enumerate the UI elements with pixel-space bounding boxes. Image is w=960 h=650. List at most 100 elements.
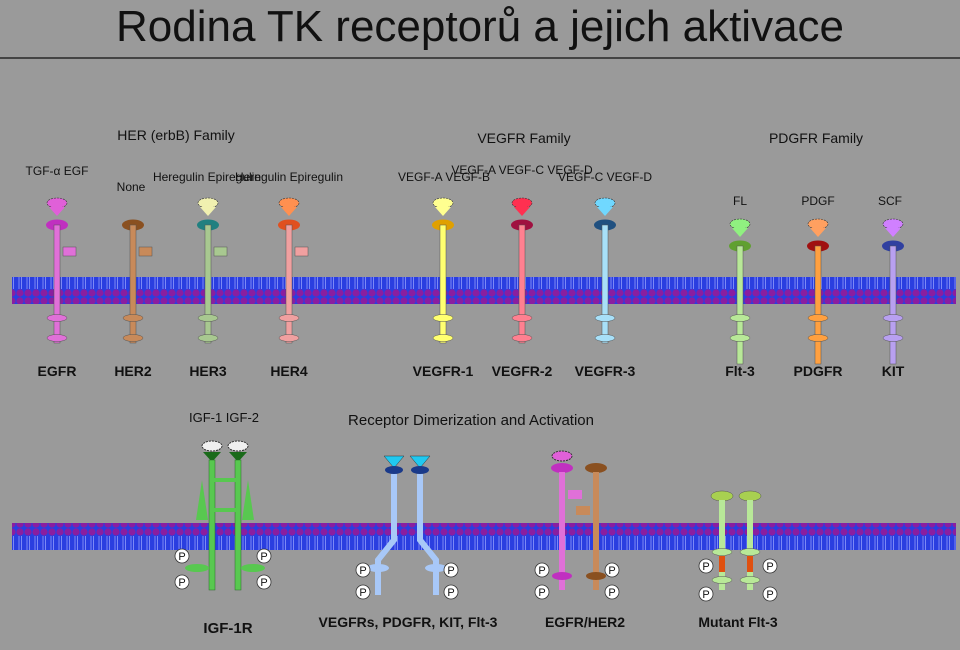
phospho-egfr-4-label: P [608,587,615,599]
cell-membrane-lower [12,523,956,550]
phospho-egfr-1-circle [534,562,550,578]
family-heading-pdgfr: PDGFR Family [769,130,863,146]
kinase-domain-lower-her2 [122,334,144,342]
phospho-igf-4: P [256,574,272,590]
ligand-egfr [46,197,68,209]
dimer-label-mutant-flt3: Mutant Flt-3 [698,614,778,630]
phospho-igf-1-circle [174,548,190,564]
kinase-domain-kit [882,314,904,322]
phospho-igf-3-circle [256,548,272,564]
egf-ligand [551,450,573,462]
egfr-dimer-kinase [552,572,572,580]
igf1r-bridge-lower [212,508,238,512]
phospho-vegfr-1-circle [355,562,371,578]
receptor-tab-her3 [213,246,228,257]
ligand-tip-egfr [49,207,65,216]
phospho-igf-2-label: P [178,577,185,589]
phospho-flt3-2: P [698,586,714,602]
flt3-dimer-stalk-0 [719,500,725,590]
receptor-label-vegfr1: VEGFR-1 [413,363,474,379]
ligand-her3 [197,197,219,209]
igf1r-kinase-right [241,564,265,572]
dimer-label-igf1r: IGF-1R [203,620,252,637]
her2-dimer-stalk [593,472,599,590]
phospho-flt3-1: P [698,558,714,574]
phospho-vegfr-1: P [355,562,371,578]
phospho-igf-2-circle [174,574,190,590]
ligand-label-pdgfr: PDGF [801,194,834,208]
receptor-vegfr3 [594,197,616,344]
phospho-igf-1-label: P [178,551,185,563]
receptor-label-egfr: EGFR [38,363,77,379]
receptor-stalk-vegfr2 [518,224,526,344]
igf1r-stalk-1 [234,459,242,591]
phospho-egfr-2-label: P [538,587,545,599]
igf-head-1 [229,452,247,462]
receptor-pdgfr [807,218,829,365]
cell-membrane-upper [12,277,956,304]
receptor-stalk-her3 [204,224,212,344]
receptor-stalk-her4 [285,224,293,344]
her2-dimer-kinase [586,572,606,580]
phospho-flt3-1-label: P [702,561,709,573]
phospho-flt3-1-circle [698,558,714,574]
receptor-stalk-vegfr3 [601,224,609,344]
phospho-flt3-3: P [762,558,778,574]
dimerization-heading: Receptor Dimerization and Activation [348,412,594,429]
ligand-tip-her3 [200,207,216,216]
receptor-stalk-her2 [129,224,137,344]
vegfr-dimer-stalk-left [375,474,397,595]
flt3-jm-0 [711,548,733,556]
her2-dimer-tab [576,506,590,515]
phospho-vegfr-1-label: P [359,565,366,577]
receptor-label-her3: HER3 [189,363,227,379]
igf-ligand-0 [201,440,223,452]
kinase-domain-her3 [197,314,219,322]
vegfr-dimer-stalk-right [417,474,439,595]
receptor-label-kit: KIT [882,363,905,379]
kinase-domain-lower-vegfr3 [594,334,616,342]
ligand-tip-vegfr1 [435,207,451,216]
kinase-domain-pdgfr [807,314,829,322]
ligand-flt3 [729,218,751,230]
phospho-egfr-3: P [604,562,620,578]
receptor-vegfr2 [511,197,533,344]
phospho-egfr-4: P [604,584,620,600]
dimer-label-egfr-her2: EGFR/HER2 [545,614,625,630]
family-heading-vegfr: VEGFR Family [477,130,570,146]
ligand-label-her4: Heregulin Epiregulin [235,170,343,184]
phospho-vegfr-4: P [443,584,459,600]
phospho-flt3-4: P [762,586,778,602]
ligand-vegfr2 [511,197,533,209]
kinase-domain-lower-her4 [278,334,300,342]
flt3-jm-1 [739,548,761,556]
ligand-label-egfr: TGF-α EGF [26,164,89,178]
kinase-domain-vegfr3 [594,314,616,322]
kinase-domain-her2 [122,314,144,322]
igf-ligand-label: IGF-1 IGF-2 [189,410,259,425]
kinase-domain-lower-vegfr2 [511,334,533,342]
receptor-label-her4: HER4 [270,363,308,379]
phospho-vegfr-3-label: P [447,565,454,577]
receptor-row-upper [46,197,904,365]
phospho-egfr-2: P [534,584,550,600]
phospho-igf-3: P [256,548,272,564]
phospho-vegfr-3-circle [443,562,459,578]
receptor-stalk-flt3 [736,245,744,365]
receptor-tab-her4 [294,246,309,257]
receptor-egfr [46,197,77,344]
phospho-igf-4-circle [256,574,272,590]
phospho-igf-2: P [174,574,190,590]
phospho-vegfr-4-label: P [447,587,454,599]
kinase-domain-vegfr1 [432,314,454,322]
receptor-flt3 [729,218,751,365]
kinase-domain-egfr [46,314,68,322]
kinase-domain-vegfr2 [511,314,533,322]
ligand-kit [882,218,904,230]
ligand-label-her3: Heregulin Epiregulin [153,170,261,184]
ligand-pdgfr [807,218,829,230]
phospho-vegfr-4-circle [443,584,459,600]
receptor-label-her2: HER2 [114,363,152,379]
